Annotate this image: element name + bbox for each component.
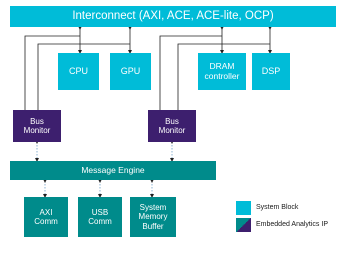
interconnect-label: Interconnect (AXI, ACE, ACE-lite, OCP) — [72, 9, 274, 22]
message-engine: Message Engine — [10, 161, 216, 180]
dram-controller-block: DRAM controller — [198, 53, 246, 90]
legend-system-block-label: System Block — [256, 204, 299, 211]
bus-monitor-right-label: Bus Monitor — [158, 116, 186, 135]
bus-monitor-left: Bus Monitor — [13, 110, 61, 142]
usb-comm-label: USB Comm — [88, 207, 112, 226]
system-memory-buffer-label: System Memory Buffer — [138, 203, 168, 231]
gpu-label: GPU — [120, 66, 141, 77]
dsp-block: DSP — [252, 53, 290, 90]
right-monitor-tap-dram — [159, 35, 222, 110]
gpu-block: GPU — [110, 53, 151, 90]
usb-comm-block: USB Comm — [78, 197, 122, 237]
dram-label: DRAM controller — [204, 60, 240, 81]
bus-monitor-right: Bus Monitor — [148, 110, 196, 142]
bus-monitor-left-label: Bus Monitor — [23, 116, 51, 135]
cpu-label: CPU — [68, 66, 88, 77]
cpu-block: CPU — [58, 53, 99, 90]
right-monitor-tap-dsp — [177, 43, 270, 110]
legend-analytics-ip-swatch — [236, 218, 251, 232]
legend-analytics-ip-label: Embedded Analytics IP — [256, 221, 328, 228]
interconnect-bar: Interconnect (AXI, ACE, ACE-lite, OCP) — [10, 6, 336, 27]
left-monitor-tap-cpu — [24, 35, 80, 110]
system-memory-buffer-block: System Memory Buffer — [130, 197, 176, 237]
axi-comm-block: AXI Comm — [24, 197, 68, 237]
message-engine-label: Message Engine — [81, 164, 145, 175]
dsp-label: DSP — [261, 66, 281, 77]
legend-system-block-swatch — [236, 201, 251, 215]
axi-comm-label: AXI Comm — [34, 207, 58, 226]
left-monitor-tap-gpu — [37, 43, 130, 110]
